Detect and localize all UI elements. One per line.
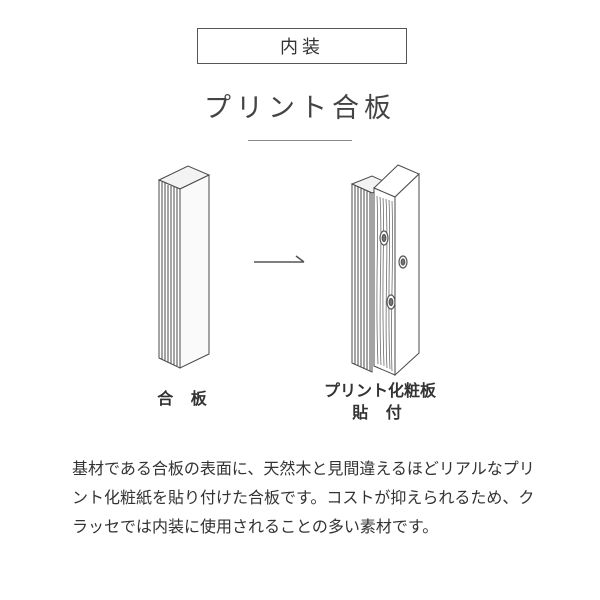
plywood-caption: 合 板 <box>157 389 213 408</box>
laminate-caption-line1: プリント化粧板 <box>323 381 436 400</box>
category-label: 内装 <box>280 37 324 58</box>
laminate-caption: プリント化粧板 貼 付 <box>300 380 460 424</box>
title-divider <box>248 140 352 141</box>
laminate-caption-line2: 貼 付 <box>352 403 408 422</box>
description-text: 基材である合板の表面に、天然木と見間違えるほどリアルなプリント化粧紙を貼り付けた… <box>72 459 535 536</box>
plywood-board-illustration <box>157 165 211 369</box>
arrow-icon <box>254 255 305 263</box>
printed-laminate-board-illustration <box>350 164 420 377</box>
category-box: 内装 <box>197 28 407 64</box>
page-title: プリント合板 <box>204 93 396 124</box>
